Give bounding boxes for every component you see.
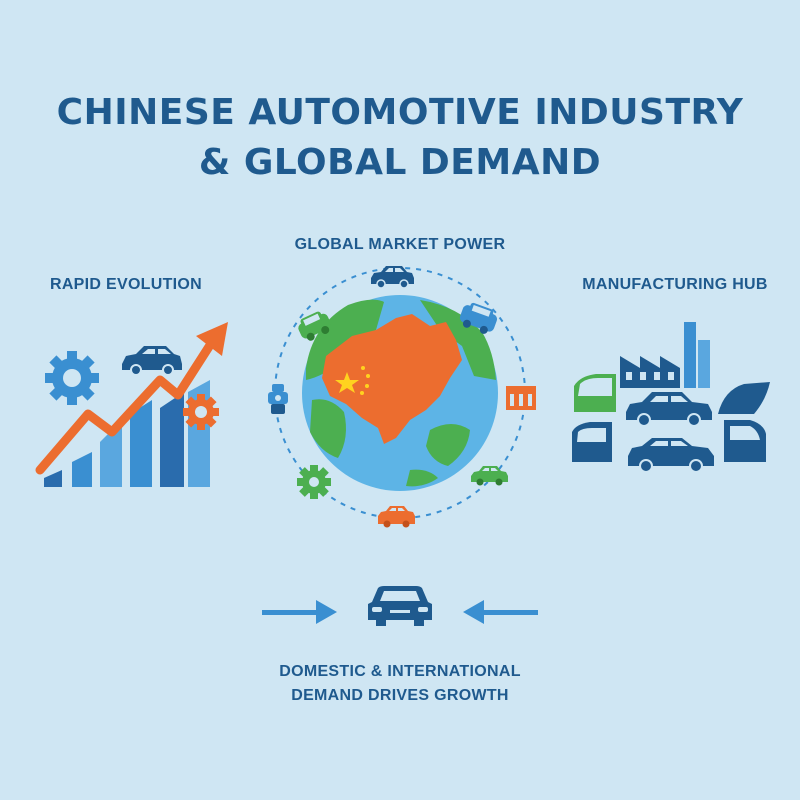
demand-caption-line-1: DOMESTIC & INTERNATIONAL <box>279 663 521 680</box>
growth-arrow-icon <box>35 322 228 475</box>
globe-icon <box>302 295 498 491</box>
page-title: CHINESE AUTOMOTIVE INDUSTRY & GLOBAL DEM… <box>0 88 800 188</box>
rapid-evolution-illustration <box>35 322 228 487</box>
global-market-power-label: GLOBAL MARKET POWER <box>294 236 506 253</box>
demand-caption-line-2: DEMAND DRIVES GROWTH <box>291 687 509 704</box>
factory-icon <box>506 386 536 410</box>
manufacturing-hub-label: MANUFACTURING HUB <box>582 276 768 293</box>
car-icon <box>122 346 182 376</box>
robot-arm-icon <box>268 384 288 414</box>
gear-icon <box>183 394 219 430</box>
car-hood-icon <box>718 382 770 414</box>
car-icon <box>378 506 415 528</box>
arrow-left-icon <box>463 600 538 624</box>
suv-icon <box>459 302 498 334</box>
suv-icon <box>298 311 331 341</box>
gear-icon <box>297 465 331 499</box>
car-door-icon <box>574 374 616 412</box>
global-market-illustration <box>268 266 536 528</box>
rapid-evolution-label: RAPID EVOLUTION <box>49 276 203 293</box>
car-body-icon <box>626 392 712 427</box>
car-door-icon <box>572 422 612 462</box>
arrow-right-icon <box>262 600 337 624</box>
car-icon <box>471 466 508 486</box>
title-line-2: & GLOBAL DEMAND <box>198 142 602 183</box>
demand-caption: DOMESTIC & INTERNATIONAL DEMAND DRIVES G… <box>200 660 600 708</box>
title-line-1: CHINESE AUTOMOTIVE INDUSTRY <box>56 92 744 133</box>
gear-icon <box>45 351 99 405</box>
demand-convergence-illustration <box>262 586 538 626</box>
car-front-icon <box>368 586 432 626</box>
manufacturing-hub-illustration <box>572 322 770 473</box>
car-body-icon <box>628 438 714 473</box>
car-door-icon <box>724 420 766 462</box>
car-icon <box>371 266 414 289</box>
factory-icon <box>620 322 710 388</box>
